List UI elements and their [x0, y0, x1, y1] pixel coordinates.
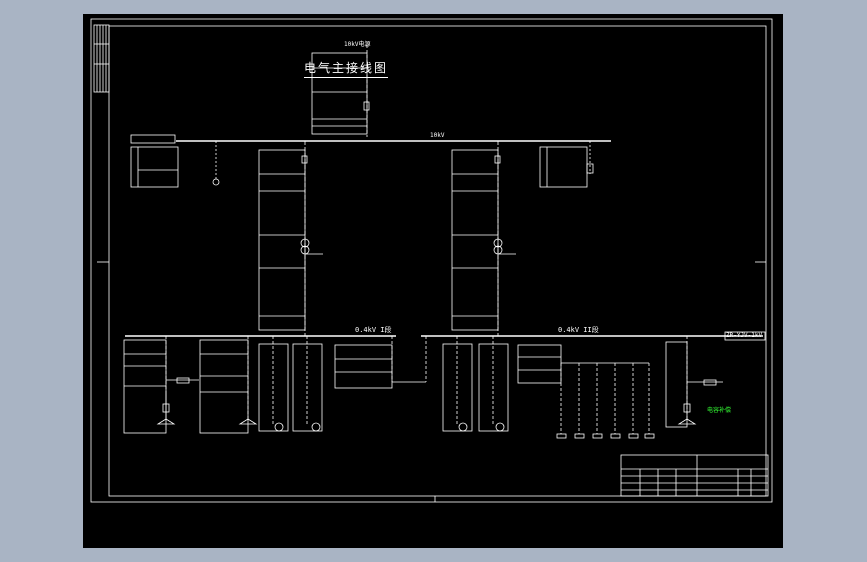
lv-feeder-2	[292, 343, 323, 432]
incoming-source-label: 10kV电源	[344, 41, 371, 48]
lv-feeder-4	[478, 343, 509, 432]
binding-strip	[93, 24, 110, 93]
lv-feeder-3	[442, 343, 473, 432]
pt-cabinet	[130, 146, 179, 188]
drawing-sheet: 电气主接线图 10kV电源 10kV 0.4kV I段 0.4kV II段 ZR…	[83, 14, 783, 548]
incoming-cabinet	[311, 52, 368, 135]
lv-bus-left-label: 0.4kV I段	[355, 326, 392, 334]
lv-bus-right-label: 0.4kV II段	[558, 326, 599, 334]
green-note: 电容补偿	[707, 407, 732, 414]
transformer-cabinet-1	[258, 149, 306, 331]
lv-panel-3	[334, 344, 393, 389]
inner-border	[108, 25, 767, 497]
transformer-cabinet-2	[451, 149, 499, 331]
lv-feeder-1	[258, 343, 289, 432]
title-block	[620, 454, 769, 497]
lv-bus-right-tag: ZR-YJV-1kV	[726, 332, 763, 339]
outer-border	[90, 18, 773, 503]
drawing-title: 电气主接线图	[304, 59, 389, 78]
lv-panel-4	[665, 341, 688, 428]
single-line-diagram	[90, 18, 773, 503]
hv-bus-label: 10kV	[430, 132, 445, 139]
capacitor-panel	[517, 344, 562, 384]
